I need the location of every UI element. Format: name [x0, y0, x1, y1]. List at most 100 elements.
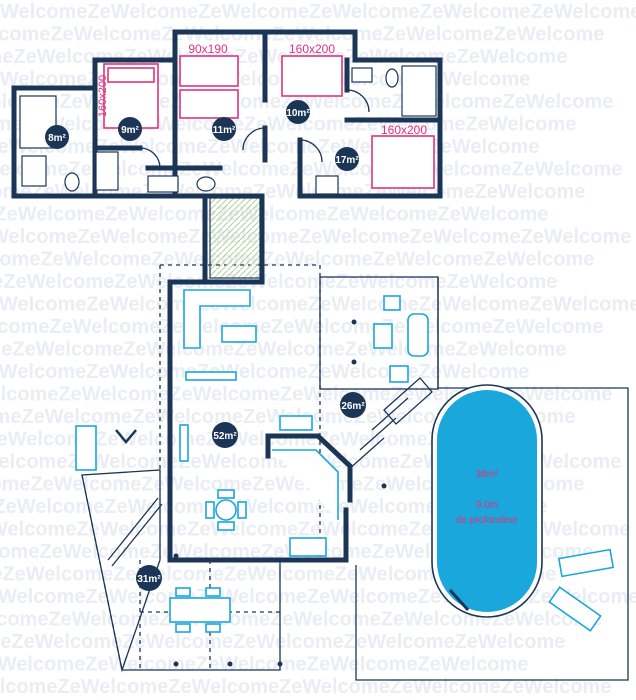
- bed-single-2: [179, 89, 239, 119]
- patio-dash-line: [81, 474, 123, 671]
- pool-deck-outline: [355, 277, 629, 681]
- area-badge-31: [136, 565, 162, 591]
- sink-corridor: [147, 175, 179, 193]
- sun-lounger-patio: [75, 425, 97, 471]
- watermark-row: WelcomeZeWelcomeZeWelcomeZeWelcomeZeWelc…: [0, 204, 548, 226]
- area-label-11: 11m²: [213, 125, 236, 136]
- toilet-corridor: [196, 176, 216, 192]
- area-label-10: 10m²: [286, 108, 310, 119]
- bed-room-10: [281, 55, 343, 97]
- bed-single-1: [179, 55, 239, 87]
- terrace-table: [373, 323, 393, 349]
- wall-top: [172, 29, 358, 63]
- pool-length-text: 9.0m: [476, 500, 498, 511]
- shower-room-8: [21, 155, 47, 187]
- area-label-26: 26m²: [341, 401, 365, 412]
- tv-unit: [185, 371, 237, 381]
- watermark-row: WelcomeZeWelcomeZeWelcomeZeWelcomeZeWelc…: [0, 496, 547, 518]
- bed-size-label-2: 160x200: [289, 42, 335, 56]
- watermark-row: WelcomeZeWelcomeZeWelcomeZeWelcomeZeWelc…: [0, 676, 611, 698]
- sun-loungers: [75, 425, 615, 632]
- dining-table-round: [215, 499, 237, 521]
- outdoor-chair-3: [175, 623, 191, 633]
- beds: 90x190 160x200 160x200 160x200: [97, 42, 435, 189]
- area-badge-9: [118, 117, 142, 141]
- watermark-row: WelcomeZeWelcomeZeWelcomeZeWelcomeZeWelc…: [0, 609, 602, 631]
- pool-water: [437, 390, 537, 612]
- sun-lounger-2: [548, 586, 602, 632]
- pool-ladder: [448, 588, 470, 612]
- watermark-row: WelcomeZeWelcomeZeWelcomeZeWelcomeZeWelc…: [0, 361, 529, 383]
- terrace-sofa: [407, 313, 429, 357]
- watermark-row: WelcomeZeWelcomeZeWelcomeZeWelcomeZeWelc…: [0, 631, 565, 653]
- area-badge-11: [212, 117, 236, 141]
- kitchen-counter: [272, 449, 339, 520]
- terrace-chair-2: [389, 365, 409, 383]
- area-label-17: 17m²: [335, 155, 359, 166]
- watermark-row: WelcomeZeWelcomeZeWelcomeZeWelcomeZeWelc…: [0, 654, 528, 676]
- bathroom-fixtures: [19, 65, 437, 195]
- pool-area-text: 38m²: [476, 469, 499, 480]
- dining-chair-1: [217, 489, 235, 499]
- wall-bath-17: [344, 57, 443, 123]
- outdoor-chair-4: [205, 623, 221, 633]
- door-swing-3: [242, 127, 266, 151]
- dining-chair-2: [217, 521, 235, 531]
- dining-chair-3: [205, 501, 215, 519]
- toilet-room-17: [385, 68, 399, 88]
- area-badge-17: [335, 147, 359, 171]
- door-swing-2: [299, 139, 323, 163]
- watermark-row: WelcomeZeWelcomeZeWelcomeZeWelcomeZeWelc…: [0, 271, 557, 293]
- watermark-row: WelcomeZeWelcomeZeWelcomeZeWelcomeZeWelc…: [0, 1, 636, 23]
- watermark-row: WelcomeZeWelcomeZeWelcomeZeWelcomeZeWelc…: [0, 339, 566, 361]
- outdoor-dining-table: [169, 597, 231, 623]
- area-label-8: 8m²: [48, 133, 66, 144]
- watermark-row: WelcomeZeWelcomeZeWelcomeZeWelcomeZeWelc…: [0, 159, 622, 181]
- kitchen-stool-bar: [279, 415, 313, 431]
- entrance-arrow-icon: [115, 429, 137, 444]
- area-badge-10: [286, 100, 310, 124]
- outdoor-chair-2: [205, 587, 221, 597]
- terrace-chair-1: [383, 295, 401, 311]
- wall-room-17: [297, 57, 443, 199]
- area-badges: 8m² 9m² 11m² 10m² 17m² 52m² 26m² 31m²: [45, 100, 366, 591]
- area-label-52: 52m²: [213, 431, 237, 442]
- sink-room-17b: [315, 175, 339, 195]
- sink-room-17: [351, 67, 373, 83]
- toilet-room-8: [64, 172, 80, 192]
- door-swings: [139, 89, 370, 169]
- area-label-31: 31m²: [137, 574, 161, 585]
- sofa-sectional: [183, 289, 251, 349]
- outdoor-chair-1: [175, 587, 191, 597]
- shower-room-9: [95, 151, 119, 191]
- watermark-row: WelcomeZeWelcomeZeWelcomeZeWelcomeZeWelc…: [0, 316, 603, 338]
- pool: 38m² 9.0m de profondeur: [431, 384, 543, 618]
- watermark-row: WelcomeZeWelcomeZeWelcomeZeWelcomeZeWelc…: [0, 249, 594, 271]
- wall-corridor-link: [202, 193, 265, 285]
- dining-chair-4: [237, 501, 247, 519]
- patio-slash: [107, 497, 163, 567]
- bed-size-label-3: 160x200: [381, 123, 427, 137]
- watermark-row: WelcomeZeWelcomeZeWelcomeZeWelcomeZeWelc…: [0, 586, 636, 608]
- sun-lounger-1: [557, 548, 615, 578]
- patio-hatch: [209, 197, 261, 279]
- coffee-table: [221, 325, 257, 343]
- side-cabinet: [179, 424, 189, 462]
- watermark-row: WelcomeZeWelcomeZeWelcomeZeWelcomeZeWelc…: [0, 226, 631, 248]
- area-badge-52: [212, 422, 238, 448]
- area-badge-26: [340, 392, 366, 418]
- wall-living: [167, 279, 349, 563]
- watermark-row: WelcomeZeWelcomeZeWelcomeZeWelcomeZeWelc…: [0, 294, 636, 316]
- wall-kitchen: [265, 433, 353, 503]
- bed-size-label-4: 160x200: [97, 75, 109, 117]
- shower-room-17: [401, 65, 437, 117]
- bed-room-9-pillow: [107, 67, 155, 83]
- wall-corridor: [172, 137, 263, 199]
- watermark-row: WelcomeZeWelcomeZeWelcomeZeWelcomeZeWelc…: [0, 181, 585, 203]
- bed-room-17: [371, 135, 435, 189]
- living-furniture: [169, 289, 429, 633]
- door-swing-4: [346, 89, 370, 113]
- pool-depth-text: de profondeur: [456, 515, 519, 526]
- pool-steps: [347, 377, 433, 471]
